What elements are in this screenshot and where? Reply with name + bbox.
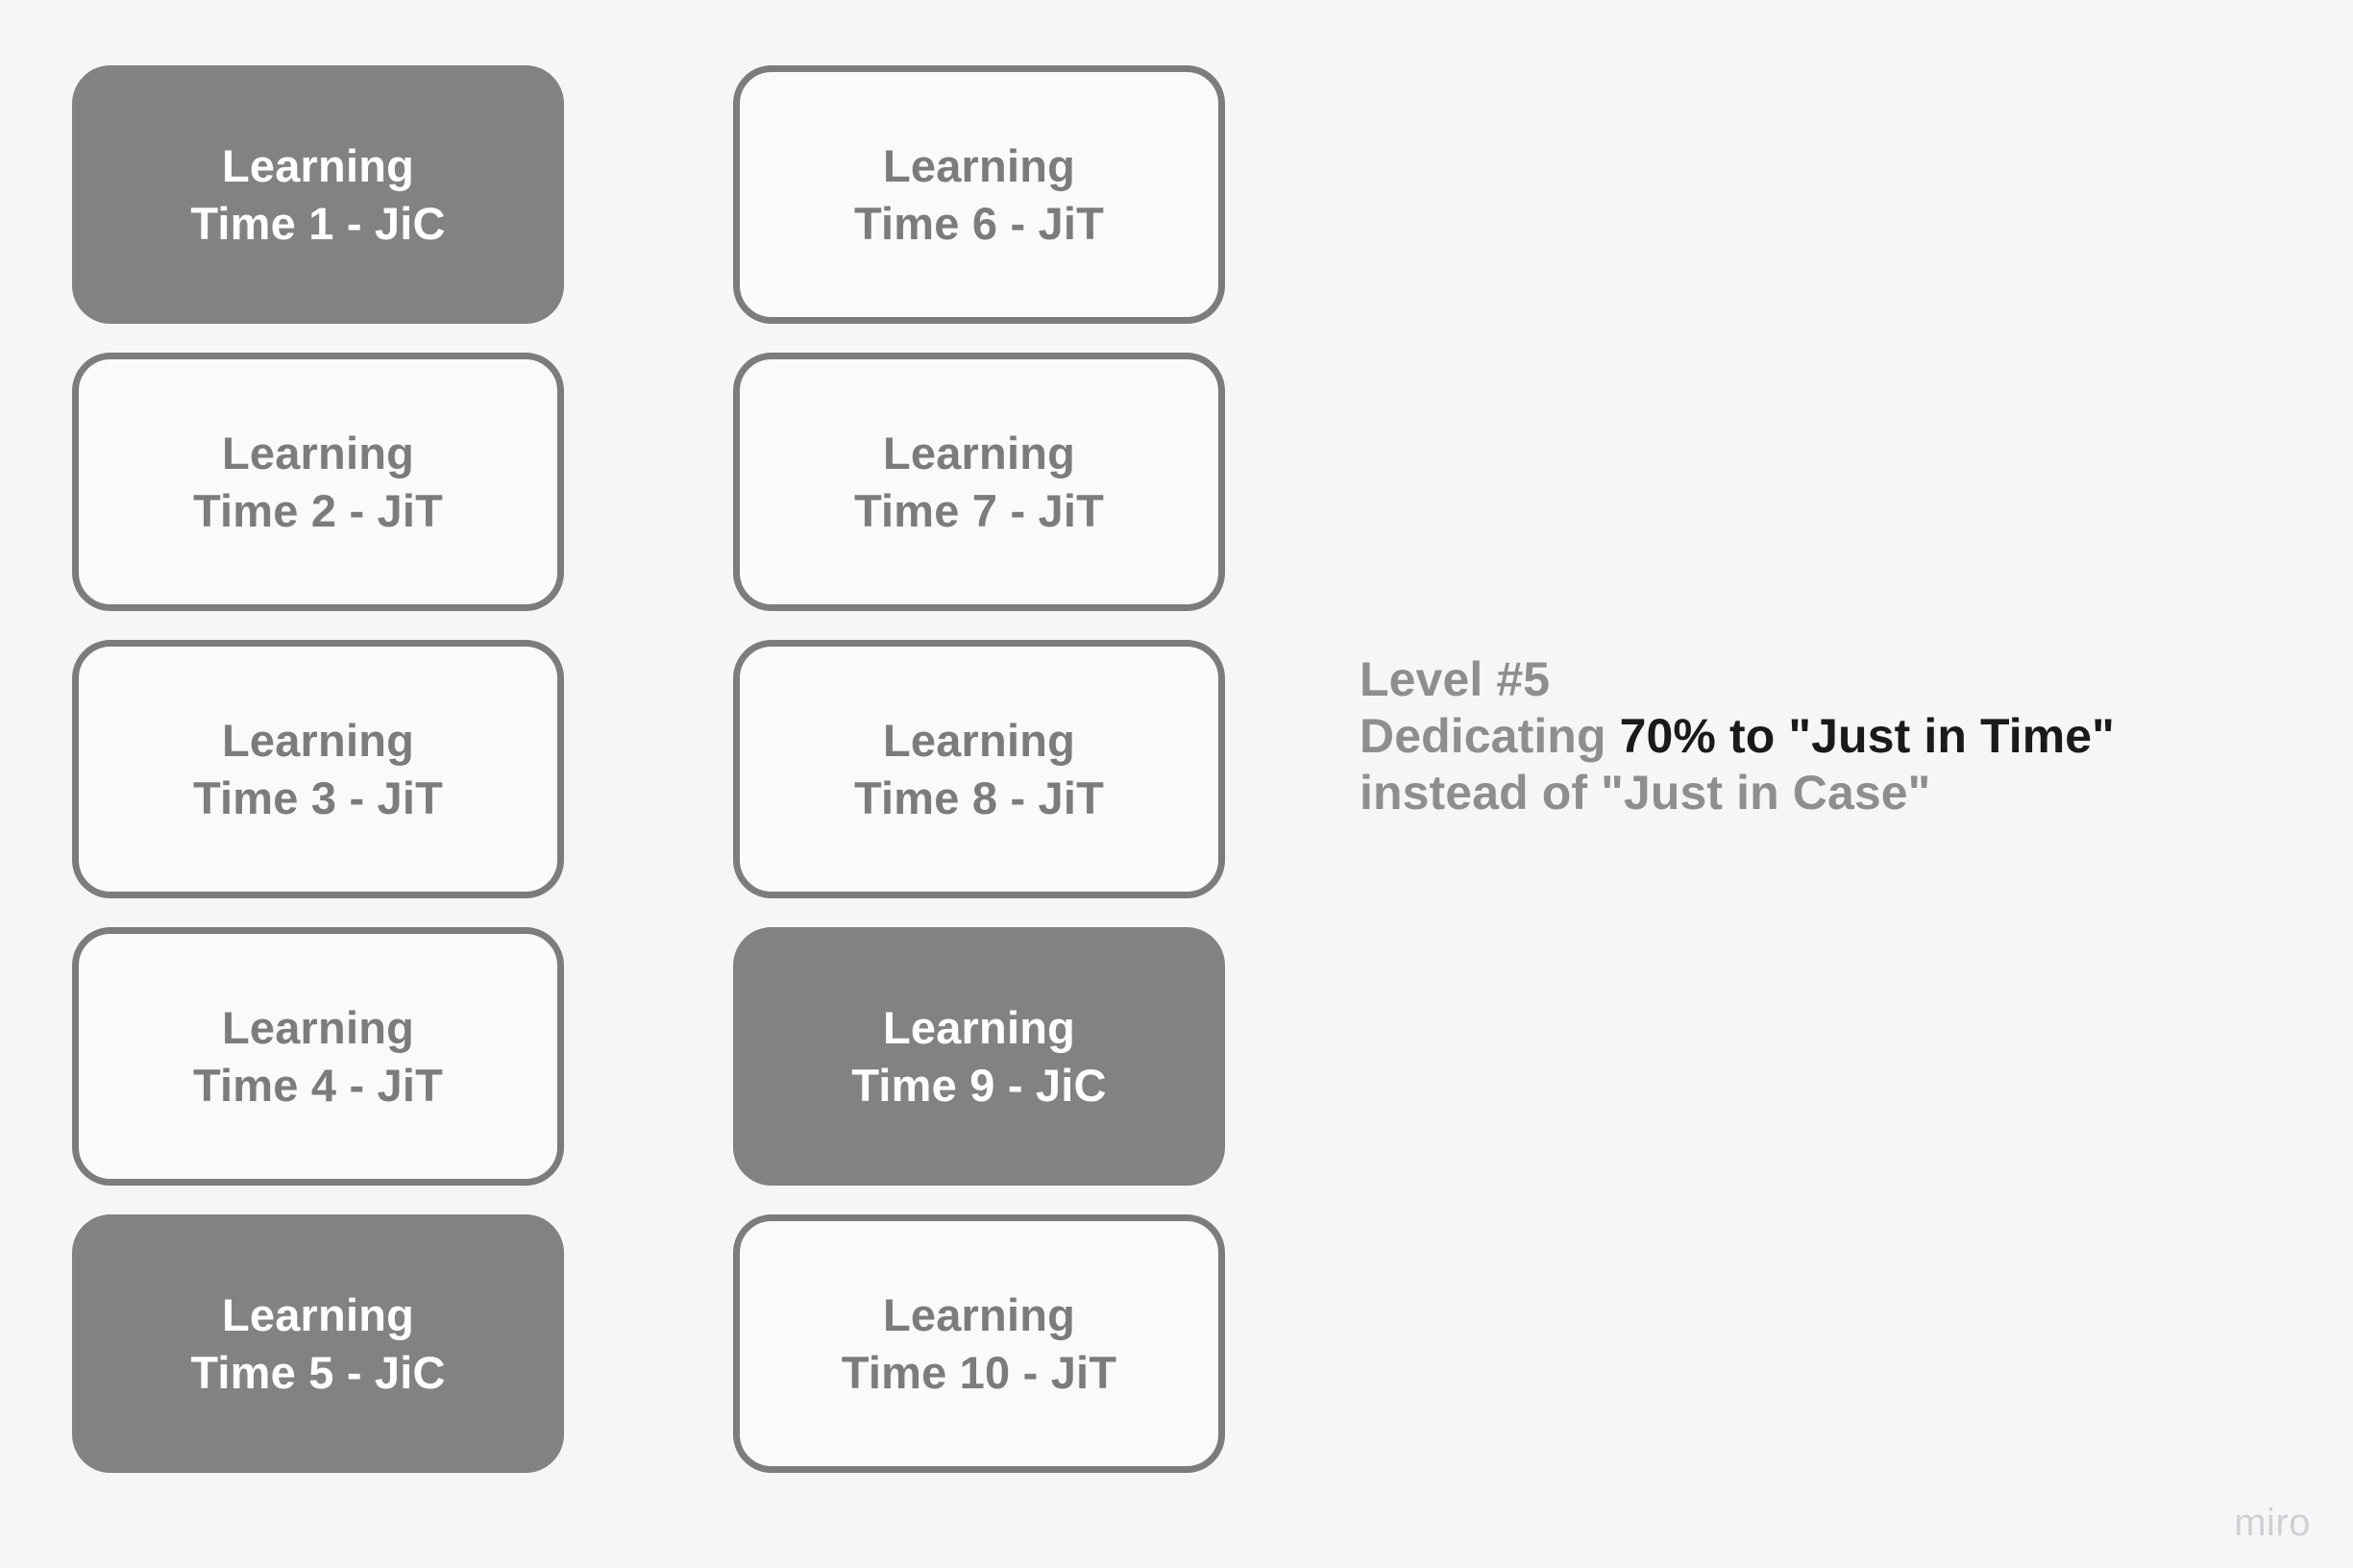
annotation-emphasis: 70% to "Just in Time" [1619,709,2115,763]
annotation-line-dedicating: Dedicating 70% to "Just in Time" [1360,708,2320,765]
card-learning-time-1[interactable]: Learning Time 1 - JiC [72,65,564,324]
card-column-2: Learning Time 6 - JiT Learning Time 7 - … [733,65,1225,1473]
card-learning-time-3[interactable]: Learning Time 3 - JiT [72,640,564,898]
annotation-prefix: Dedicating [1360,709,1620,763]
card-learning-time-8[interactable]: Learning Time 8 - JiT [733,640,1225,898]
card-learning-time-2[interactable]: Learning Time 2 - JiT [72,353,564,611]
card-learning-time-7[interactable]: Learning Time 7 - JiT [733,353,1225,611]
card-learning-time-4[interactable]: Learning Time 4 - JiT [72,927,564,1186]
annotation-line-instead: instead of "Just in Case" [1360,766,1931,820]
card-learning-time-10[interactable]: Learning Time 10 - JiT [733,1214,1225,1473]
miro-watermark: miro [2234,1502,2311,1544]
annotation-line-level: Level #5 [1360,652,1551,706]
card-learning-time-6[interactable]: Learning Time 6 - JiT [733,65,1225,324]
annotation-text-block: Level #5 Dedicating 70% to "Just in Time… [1360,651,2320,821]
card-column-1: Learning Time 1 - JiC Learning Time 2 - … [72,65,564,1473]
card-learning-time-9[interactable]: Learning Time 9 - JiC [733,927,1225,1186]
card-learning-time-5[interactable]: Learning Time 5 - JiC [72,1214,564,1473]
